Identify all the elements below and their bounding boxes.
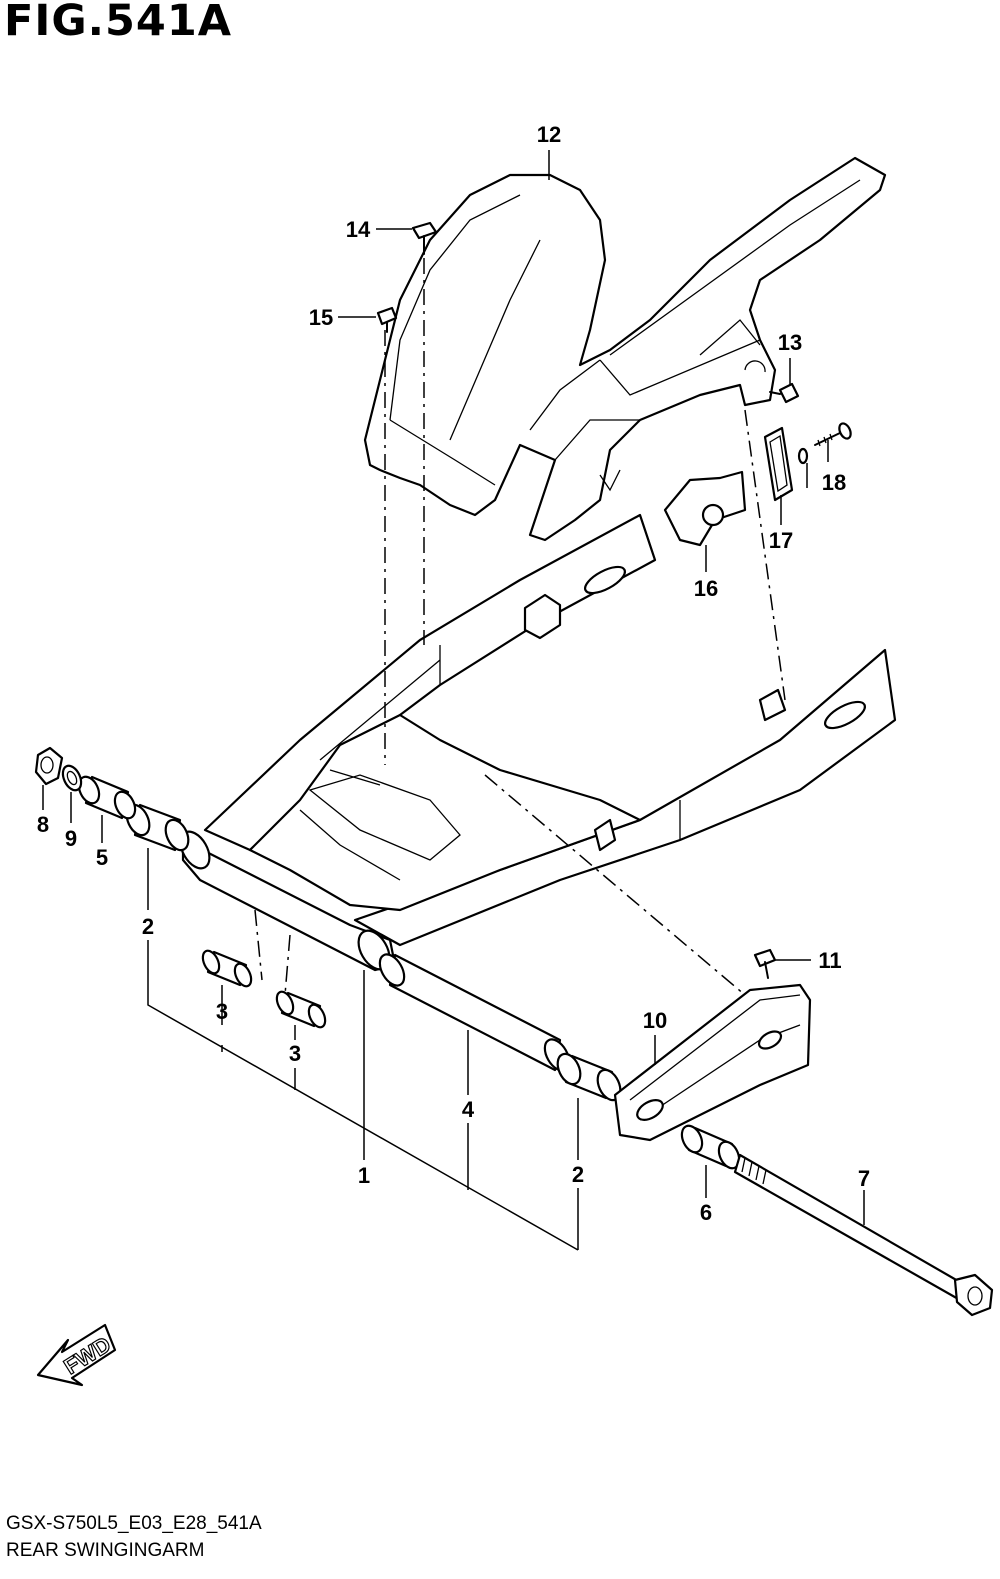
drawing-code: GSX-S750L5_E03_E28_541A <box>6 1513 262 1534</box>
callout-2-right: 2 <box>572 1162 584 1187</box>
callout-11: 12 <box>537 122 561 147</box>
washer-18 <box>797 447 809 465</box>
bearing-left-2 <box>125 803 190 852</box>
callout-13: 14 <box>346 217 371 242</box>
callout-17: 18 <box>822 470 846 495</box>
callout-5-left: 5 <box>96 845 108 870</box>
leader-lines <box>42 150 865 1251</box>
pivot-spacer <box>378 953 571 1072</box>
swingarm-body <box>179 513 897 972</box>
callout-15: 16 <box>694 576 718 601</box>
clip-14 <box>376 306 398 333</box>
bracket-15 <box>663 470 747 547</box>
callout-1: 1 <box>358 1163 370 1188</box>
callout-2-left: 2 <box>142 914 154 939</box>
screw-10 <box>753 948 777 979</box>
washer-8 <box>61 764 83 792</box>
callout-12: 13 <box>778 330 802 355</box>
bolt-12 <box>769 382 800 404</box>
bearing-right-2 <box>556 1052 622 1102</box>
callout-6: 7 <box>858 1166 870 1191</box>
spacer-left-5 <box>77 775 137 820</box>
forward-direction-arrow: FWD <box>36 1323 117 1387</box>
callout-4: 4 <box>462 1097 475 1122</box>
callout-3-upper: 3 <box>216 999 228 1024</box>
rubber-plate-16 <box>763 426 794 502</box>
callout-5-right: 6 <box>700 1200 712 1225</box>
callout-9: 10 <box>643 1008 667 1033</box>
section-name: REAR SWINGINGARM <box>6 1540 205 1561</box>
callout-3-lower: 3 <box>289 1041 301 1066</box>
callout-numbers: 12 14 15 13 18 17 16 11 10 8 9 5 2 3 3 4… <box>37 122 870 1225</box>
figure-title: FIG.541A <box>4 0 233 46</box>
chain-buffer <box>613 983 812 1142</box>
nut-7 <box>34 746 64 786</box>
callout-14: 15 <box>309 305 333 330</box>
pivot-shaft <box>733 1153 994 1317</box>
callout-16: 17 <box>769 528 793 553</box>
bearing-3-upper <box>201 949 253 988</box>
spacer-right-5 <box>680 1124 741 1170</box>
callout-7: 8 <box>37 812 49 837</box>
callout-8: 9 <box>65 826 77 851</box>
rear-fender-chain-cover <box>363 156 887 542</box>
bearing-3-lower <box>275 990 327 1029</box>
assembly-guide-lines <box>254 258 786 996</box>
callout-10: 11 <box>818 948 841 973</box>
screw-13 <box>411 221 438 255</box>
bolt-17 <box>814 422 852 447</box>
